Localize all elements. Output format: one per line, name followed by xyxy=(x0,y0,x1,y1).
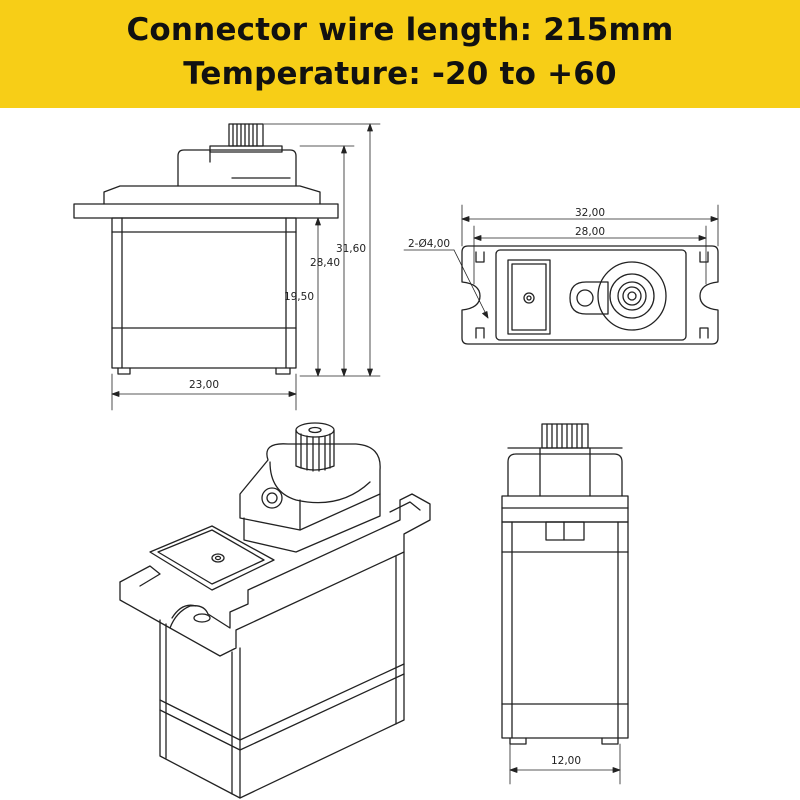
side-flange xyxy=(501,495,629,523)
top-hole-diameter-dimension: 2-Ø4,00 xyxy=(408,238,450,250)
servo-top-view: 32,00 28,00 2-Ø4,00 xyxy=(403,204,719,345)
iso-mounting-flange xyxy=(119,493,431,657)
top-flange-outline xyxy=(461,245,719,345)
spec-banner: Connector wire length: 215mm Temperature… xyxy=(0,0,800,108)
side-spline-gear xyxy=(541,423,589,449)
servo-technical-drawing: 23,00 31,60 28,40 19,50 xyxy=(73,123,719,799)
front-spline-gear xyxy=(228,123,264,147)
side-width-dimension: 12,00 xyxy=(551,755,581,767)
top-output-housing xyxy=(597,261,667,331)
temperature-text: Temperature: -20 to +60 xyxy=(183,56,617,92)
top-output-spline xyxy=(617,281,647,311)
iso-body-left xyxy=(159,619,241,799)
front-mid-height-dimension: 28,40 xyxy=(310,257,340,269)
top-screw-hole xyxy=(523,292,535,304)
top-body xyxy=(495,249,687,341)
front-body xyxy=(111,217,297,369)
front-total-height-dimension: 31,60 xyxy=(336,243,366,255)
front-width-dimension: 23,00 xyxy=(189,379,219,391)
side-top-cap xyxy=(507,453,623,497)
top-outer-width-dimension: 32,00 xyxy=(575,207,605,219)
front-gear-hub xyxy=(209,145,283,153)
iso-screw-hole xyxy=(211,553,225,563)
iso-top-plate xyxy=(149,525,275,591)
top-small-gear-boss xyxy=(576,289,594,307)
wire-length-text: Connector wire length: 215mm xyxy=(126,12,674,48)
top-label-plate xyxy=(507,259,551,335)
iso-spline-gear xyxy=(295,429,335,471)
top-hole-spacing-dimension: 28,00 xyxy=(575,226,605,238)
servo-isometric-view xyxy=(119,422,431,799)
front-upper-case xyxy=(177,149,297,187)
iso-upper-case xyxy=(239,443,381,531)
iso-small-gear-boss xyxy=(261,487,283,509)
side-body xyxy=(501,521,629,739)
iso-body-right xyxy=(239,551,405,799)
servo-front-view: 23,00 31,60 28,40 19,50 xyxy=(73,123,381,411)
front-body-height-dimension: 19,50 xyxy=(284,291,314,303)
servo-side-view: 12,00 xyxy=(501,423,629,785)
front-mounting-flange xyxy=(73,185,339,219)
